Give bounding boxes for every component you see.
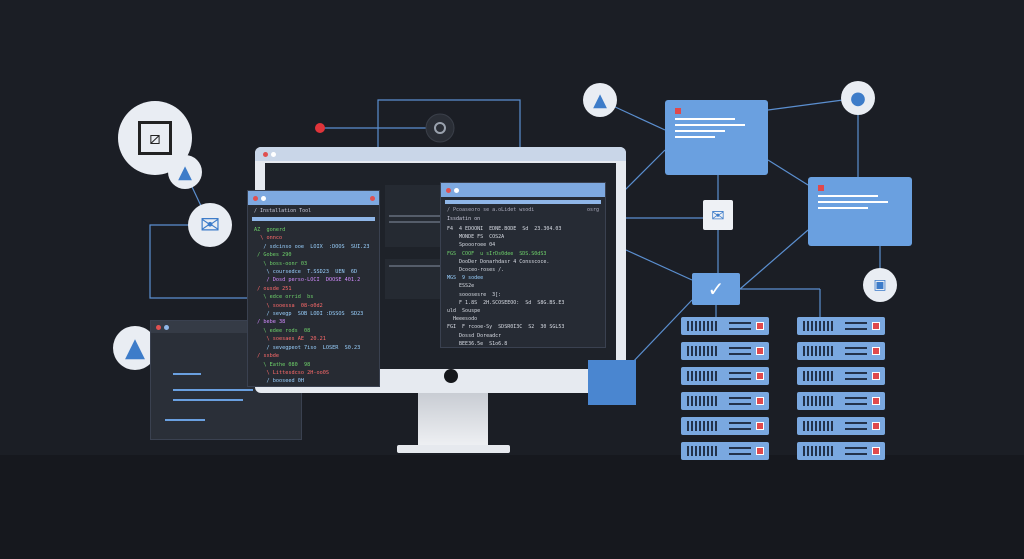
server-rack[interactable] [681,367,769,385]
server-rack[interactable] [681,317,769,335]
status-light [872,447,880,455]
code-line: DooDer Donarhdasr 4 Consscoce. [447,258,550,265]
code-line: / Dosd perso-LOCI DOOSE 401.2 [254,277,361,284]
camera-icon [425,113,455,143]
warning-icon[interactable]: ▲ [168,155,202,189]
server-rack[interactable] [797,342,885,360]
code-line: sooosesre 3[: [447,291,502,298]
monitor-stand [418,392,488,446]
code-line: uld Souspe [447,308,481,315]
monitor-base [397,445,510,453]
code-line: Dcoceo-roses /. [447,267,505,274]
info-card[interactable] [665,100,768,175]
code-line: Heeesodo [447,316,478,323]
lock-icon[interactable]: ▣ [863,268,897,302]
code-line: F 1.8S 2H.SCOSEEOO: Sd S8G.BS.E3 [447,299,565,306]
status-light [756,397,764,405]
code-line: / booseed 0H [254,378,304,385]
red-dot [315,123,325,133]
server-rack[interactable] [797,392,885,410]
info-card[interactable] [808,177,912,246]
status-light [756,447,764,455]
code-line: Spoooroee 04 [447,242,496,249]
code-line: / sevegp SOB LODI :DSSOS SD23 [254,311,364,318]
status-light [872,322,880,330]
code-window-right[interactable]: / Pcoaseoro se a.oLidet wsodi osrg Issdat… [440,182,606,348]
warning-icon[interactable]: ▲ [583,83,617,117]
code-line: \ edce orrid bs [254,294,314,301]
code-window-left[interactable]: / Installation Tool AZ gonerd \ onnco / … [247,190,380,387]
code-line: AZ gonerd [254,227,286,233]
code-line: \ coursedce T.SSD23 UEN 6D [254,269,358,276]
warning-icon[interactable]: ▲ [113,326,157,370]
status-light [872,347,880,355]
floor [0,455,1024,559]
code-line: / sxbde [254,353,279,360]
server-rack[interactable] [681,342,769,360]
code-line: MONDE FS COS2A [447,234,505,241]
code-line: BEE36.5e S1o6.8 [447,340,508,347]
server-rack[interactable] [797,442,885,460]
status-light [756,372,764,380]
code-line: / bebe 38 [254,319,286,326]
apple-logo [444,369,458,383]
code-line: / sevegpeot 7iso LOSER S0.23 [254,344,361,351]
server-rack[interactable] [681,392,769,410]
check-icon[interactable]: ✓ [692,273,740,305]
image-icon[interactable]: ✉ [703,200,733,230]
mail-icon[interactable]: ✉ [188,203,232,247]
window-title: / Pcoaseoro se a.oLidet wsodi [447,207,535,213]
status-light [872,372,880,380]
code-line: MGS 9 sodee [447,275,484,282]
code-line: / Gobes 290 [254,252,292,259]
code-line: FGS COOF u sIrDs0dee SDS.S0dS3 [447,250,547,257]
window-tag: osrg [586,207,599,213]
code-line: \ onnco [254,235,283,242]
status-light [756,422,764,430]
code-line: F4 4 EDOONI EDNE.BODE Sd 23.304.03 [447,226,562,232]
code-line: \ Littesdcso 2H-oo0S [254,369,329,376]
code-line: ESS2e [447,283,475,290]
code-line: \ sooessa 08-o0d2 [254,302,323,309]
code-line: / ousde 251 [254,285,292,292]
window-subtitle: Issdatin on [447,216,481,222]
status-light [872,422,880,430]
code-line: / sdcinso ooe LOIX :DOOS SUI.23 [254,243,370,250]
server-rack[interactable] [681,417,769,435]
status-light [756,347,764,355]
code-line: \ edee rods 08 [254,327,311,334]
user-icon[interactable]: ● [841,81,875,115]
server-rack[interactable] [681,442,769,460]
code-line: \ boss-oonr 03 [254,260,308,267]
status-light [756,322,764,330]
server-rack[interactable] [797,367,885,385]
code-line: \ soesaes AE 20.21 [254,336,326,343]
server-rack[interactable] [797,417,885,435]
middle-panel [385,185,447,247]
code-line: \ Eathe 080 98 [254,361,311,368]
code-line: FGI F rcooe-Sy SDSR0I3C S2 30 SGL53 [447,324,565,331]
server-rack[interactable] [797,317,885,335]
status-light [872,397,880,405]
blue-block [588,360,636,405]
window-title: / Installation Tool [254,208,312,214]
code-line: Dossd Doreadcr [447,332,502,339]
